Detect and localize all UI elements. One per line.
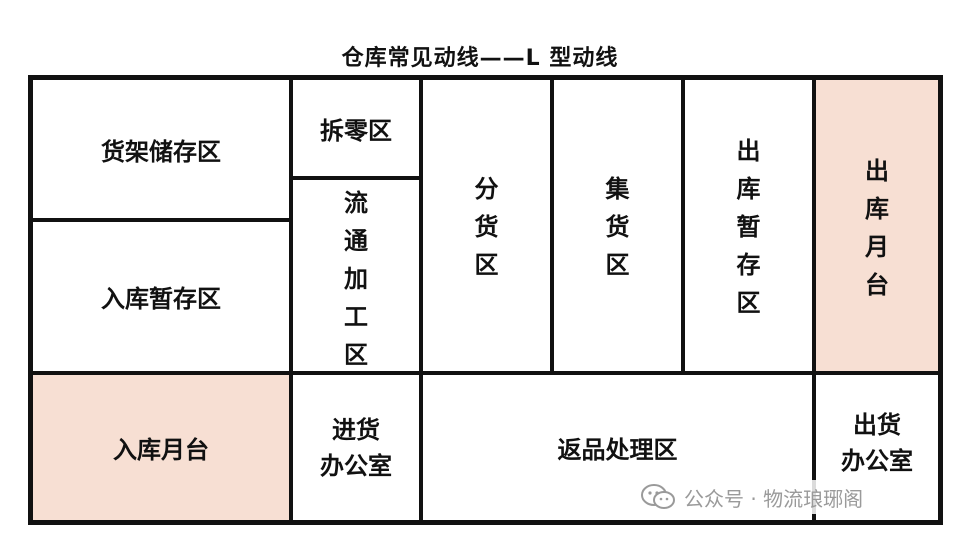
zone-receiving-office-line: 进货 bbox=[332, 415, 380, 444]
zone-outbound-temp-storage-char: 存 bbox=[736, 251, 761, 279]
watermark-text: 公众号 · 物流琅琊阁 bbox=[684, 486, 864, 511]
zone-outbound-dock-char: 月 bbox=[865, 233, 889, 261]
zone-shipping-office: 出货 办公室 bbox=[814, 373, 940, 522]
zone-outbound-dock-char: 出 bbox=[865, 157, 889, 185]
zone-outbound-temp-storage: 出 库 暂 存 区 bbox=[683, 78, 814, 373]
zone-sorting-char: 货 bbox=[474, 213, 499, 241]
zone-shelf-storage-label: 货架储存区 bbox=[101, 137, 221, 166]
zone-inbound-dock-label: 入库月台 bbox=[113, 436, 209, 464]
zone-sorting-char: 分 bbox=[474, 175, 499, 203]
zone-unpacking-label: 拆零区 bbox=[320, 116, 392, 145]
zone-consolidation: 集 货 区 bbox=[552, 78, 683, 373]
zone-distribution-processing-char: 流 bbox=[344, 189, 368, 217]
zone-shipping-office-line: 办公室 bbox=[841, 447, 913, 475]
warehouse-floor-plan: 货架储存区 入库暂存区 入库月台 拆零区 流 通 加 工 区 进货 办公室 分 … bbox=[28, 75, 943, 525]
zone-sorting: 分 货 区 bbox=[421, 78, 552, 373]
zone-inbound-temp-storage: 入库暂存区 bbox=[31, 220, 291, 373]
watermark: 公众号 · 物流琅琊阁 bbox=[640, 480, 864, 514]
zone-returns-processing-label: 返品处理区 bbox=[557, 436, 678, 464]
zone-shipping-office-line: 出货 bbox=[853, 411, 901, 439]
zone-receiving-office-line: 办公室 bbox=[320, 451, 392, 480]
zone-outbound-temp-storage-char: 出 bbox=[736, 137, 761, 165]
zone-outbound-dock: 出 库 月 台 bbox=[814, 78, 940, 373]
zone-consolidation-char: 货 bbox=[605, 213, 630, 241]
zone-inbound-temp-storage-label: 入库暂存区 bbox=[101, 285, 221, 313]
zone-outbound-temp-storage-char: 暂 bbox=[736, 213, 761, 241]
zone-outbound-dock-char: 台 bbox=[865, 271, 889, 299]
zone-unpacking: 拆零区 bbox=[291, 78, 421, 178]
zone-distribution-processing-char: 区 bbox=[344, 341, 368, 369]
zone-outbound-dock-char: 库 bbox=[865, 195, 889, 223]
zone-inbound-dock: 入库月台 bbox=[31, 373, 291, 522]
zone-receiving-office: 进货 办公室 bbox=[291, 373, 421, 522]
zone-returns-processing: 返品处理区 bbox=[421, 373, 814, 522]
zone-shelf-storage: 货架储存区 bbox=[31, 78, 291, 220]
zone-sorting-char: 区 bbox=[474, 251, 499, 279]
zone-consolidation-char: 区 bbox=[605, 251, 630, 279]
diagram-title: 仓库常见动线——L 型动线 bbox=[341, 46, 619, 71]
zone-distribution-processing-char: 加 bbox=[344, 265, 368, 293]
zone-consolidation-char: 集 bbox=[605, 175, 630, 203]
zone-outbound-temp-storage-char: 库 bbox=[736, 175, 761, 203]
zone-distribution-processing: 流 通 加 工 区 bbox=[291, 178, 421, 373]
zone-distribution-processing-char: 通 bbox=[344, 227, 368, 255]
zone-distribution-processing-char: 工 bbox=[344, 303, 368, 331]
wechat-icon bbox=[641, 484, 675, 509]
zone-outbound-temp-storage-char: 区 bbox=[736, 289, 761, 317]
